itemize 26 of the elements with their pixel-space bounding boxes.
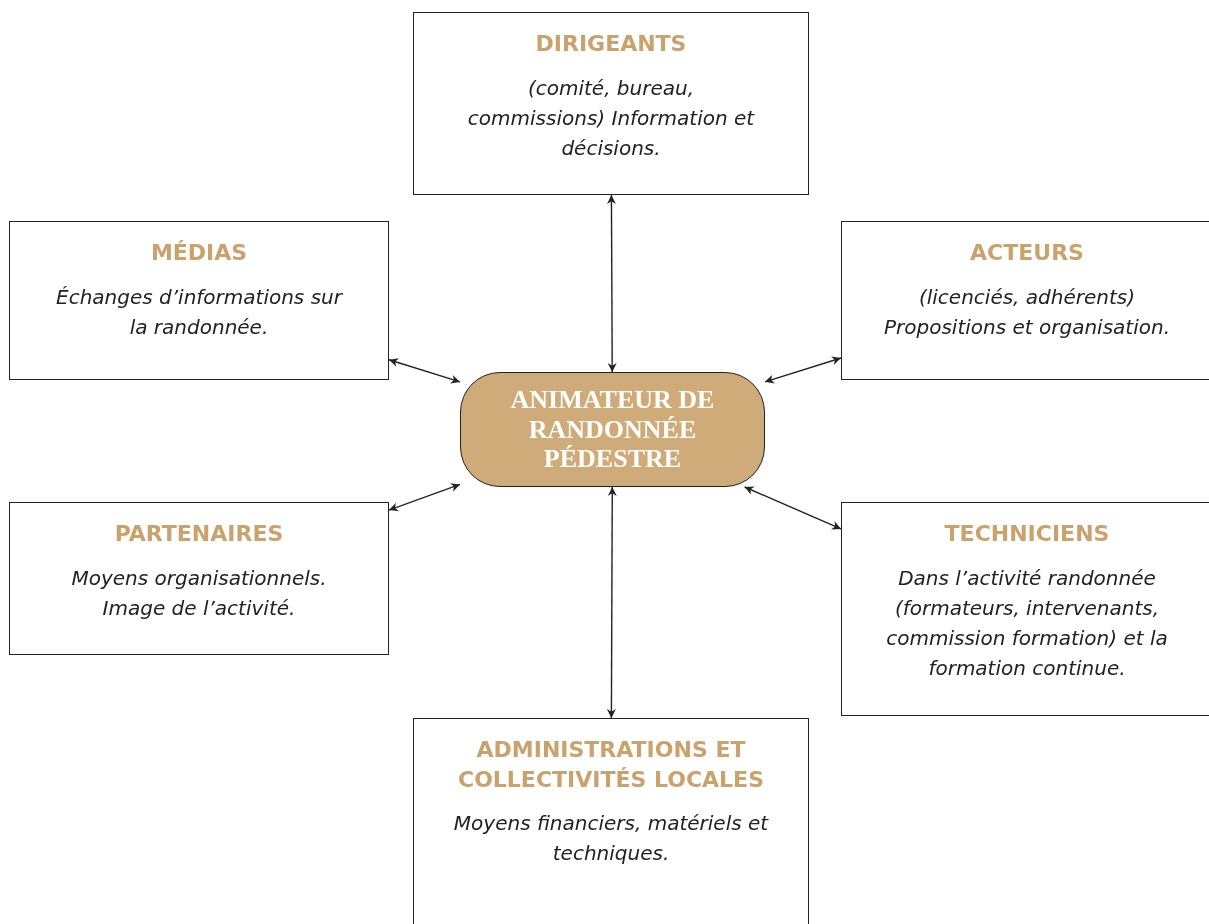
box-description: Échanges d’informations sur la randonnée. (55, 283, 344, 341)
box-title: DIRIGEANTS (535, 30, 687, 58)
box-title: ADMINISTRATIONS ET COLLECTIVITÉS LOCALES (457, 736, 765, 794)
box-title: ACTEURS (970, 239, 1084, 267)
box-description: Moyens financiers, matériels et techniques. (452, 810, 770, 868)
box-title: PARTENAIRES (114, 520, 284, 548)
box-title: MÉDIAS (150, 239, 248, 267)
double-headed-arrow (606, 194, 617, 373)
box-description: Dans l’activité randonnée (formateurs, intervenants, commission formation) et la formation continue. (885, 564, 1169, 682)
info-box (413, 12, 809, 195)
info-box (841, 221, 1209, 380)
box-title: ANIMATEUR DE RANDONNÉE PÉDESTRE (509, 384, 716, 475)
double-headed-arrow (388, 358, 461, 384)
box-description: (comité, bureau, commissions) Information et décisions. (466, 74, 756, 162)
double-headed-arrow (764, 356, 842, 384)
info-box (9, 221, 389, 380)
box-description: (licenciés, adhérents) Propositions et organisation. (883, 283, 1171, 341)
info-box (413, 718, 809, 924)
double-headed-arrow (606, 486, 617, 719)
info-box (9, 502, 389, 655)
info-box (841, 502, 1209, 716)
central-rounded-box (460, 372, 765, 487)
double-headed-arrow (743, 486, 842, 530)
double-headed-arrow (388, 483, 461, 512)
box-title: TECHNICIENS (944, 520, 1110, 548)
box-description: Moyens organisationnels. Image de l’activité. (70, 564, 328, 622)
